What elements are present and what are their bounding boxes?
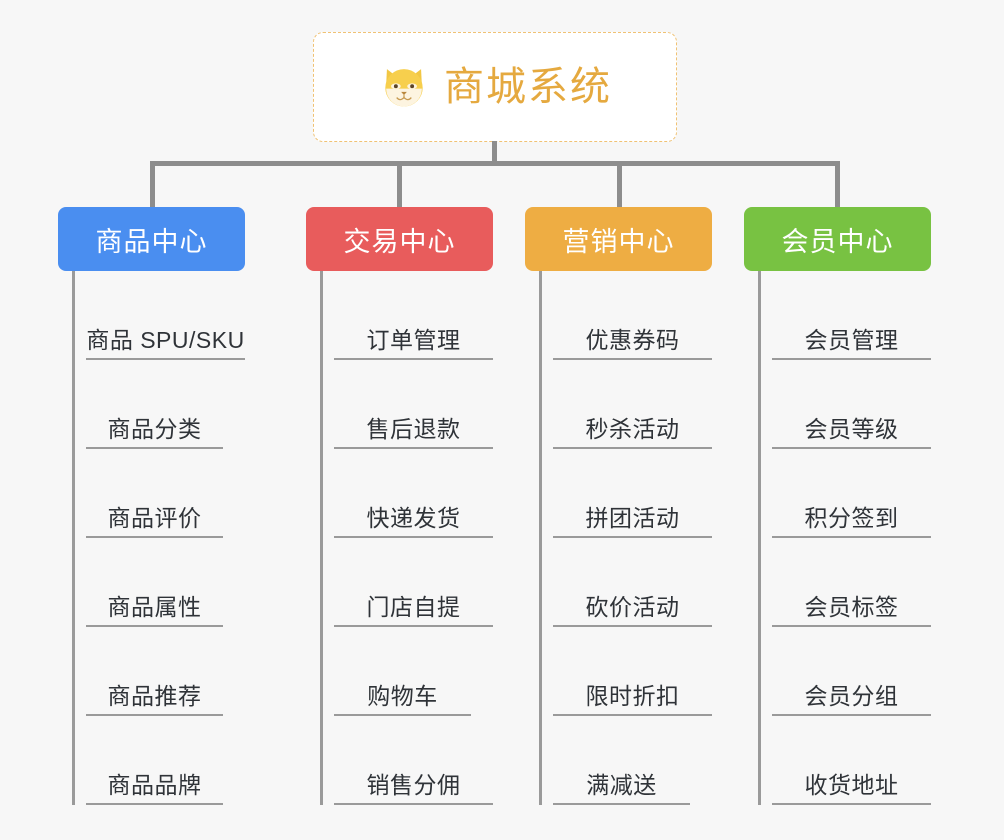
leaf-item[interactable]: 会员管理 xyxy=(772,271,931,360)
leaf-label: 商品分类 xyxy=(107,415,202,442)
branch-header-4-label: 会员中心 xyxy=(781,226,894,257)
leaf-item[interactable]: 秒杀活动 xyxy=(553,360,712,449)
branch-column-2: 交易中心 订单管理 售后退款 快递发货 门店自提 购物车 销售分佣 xyxy=(306,207,493,805)
leaf-item[interactable]: 会员标签 xyxy=(772,538,931,627)
leaf-item[interactable]: 限时折扣 xyxy=(553,627,712,716)
connector-drop-1 xyxy=(150,161,155,207)
leaf-label: 会员等级 xyxy=(804,415,899,442)
leaf-label: 满减送 xyxy=(586,771,657,798)
leaf-item[interactable]: 积分签到 xyxy=(772,449,931,538)
leaf-item[interactable]: 订单管理 xyxy=(334,271,493,360)
branch-1-trunk xyxy=(72,271,75,805)
branch-3-leaf-list: 优惠券码 秒杀活动 拼团活动 砍价活动 限时折扣 满减送 xyxy=(525,271,712,805)
leaf-label: 会员标签 xyxy=(804,593,899,620)
root-node-shop-system[interactable]: 商城系统 xyxy=(313,32,677,142)
leaf-item[interactable]: 商品品牌 xyxy=(86,716,223,805)
leaf-label: 会员分组 xyxy=(804,682,899,709)
leaf-item[interactable]: 收货地址 xyxy=(772,716,931,805)
leaf-item[interactable]: 商品推荐 xyxy=(86,627,223,716)
branch-header-3-label: 营销中心 xyxy=(562,226,675,257)
leaf-item[interactable]: 快递发货 xyxy=(334,449,493,538)
leaf-item[interactable]: 满减送 xyxy=(553,716,690,805)
branch-header-1-label: 商品中心 xyxy=(95,226,208,257)
leaf-label: 商品品牌 xyxy=(107,771,202,798)
leaf-item[interactable]: 商品分类 xyxy=(86,360,223,449)
branch-column-4: 会员中心 会员管理 会员等级 积分签到 会员标签 会员分组 收货地址 xyxy=(744,207,931,805)
leaf-item[interactable]: 拼团活动 xyxy=(553,449,712,538)
leaf-label: 限时折扣 xyxy=(585,682,680,709)
dog-face-icon xyxy=(378,61,430,113)
leaf-item[interactable]: 会员分组 xyxy=(772,627,931,716)
connector-drop-2 xyxy=(397,161,402,207)
branch-2-leaf-list: 订单管理 售后退款 快递发货 门店自提 购物车 销售分佣 xyxy=(306,271,493,805)
leaf-item[interactable]: 砍价活动 xyxy=(553,538,712,627)
leaf-item[interactable]: 商品 SPU/SKU xyxy=(86,271,245,360)
leaf-item[interactable]: 门店自提 xyxy=(334,538,493,627)
leaf-item[interactable]: 售后退款 xyxy=(334,360,493,449)
leaf-label: 优惠券码 xyxy=(585,326,680,353)
leaf-label: 拼团活动 xyxy=(585,504,680,531)
root-title: 商城系统 xyxy=(444,65,612,109)
leaf-label: 商品 SPU/SKU xyxy=(86,326,245,353)
leaf-label: 商品评价 xyxy=(107,504,202,531)
leaf-item[interactable]: 会员等级 xyxy=(772,360,931,449)
leaf-label: 快递发货 xyxy=(366,504,461,531)
leaf-label: 订单管理 xyxy=(366,326,461,353)
leaf-label: 秒杀活动 xyxy=(585,415,680,442)
leaf-item[interactable]: 商品属性 xyxy=(86,538,223,627)
leaf-item[interactable]: 销售分佣 xyxy=(334,716,493,805)
leaf-item[interactable]: 购物车 xyxy=(334,627,471,716)
branch-4-leaf-list: 会员管理 会员等级 积分签到 会员标签 会员分组 收货地址 xyxy=(744,271,931,805)
branch-header-2-label: 交易中心 xyxy=(343,226,456,257)
connector-root-stem xyxy=(492,141,497,165)
leaf-label: 收货地址 xyxy=(804,771,899,798)
leaf-label: 会员管理 xyxy=(804,326,899,353)
leaf-item[interactable]: 优惠券码 xyxy=(553,271,712,360)
leaf-label: 商品推荐 xyxy=(107,682,202,709)
branch-3-trunk xyxy=(539,271,542,805)
leaf-label: 购物车 xyxy=(367,682,438,709)
connector-horizontal-bus xyxy=(150,161,840,166)
leaf-label: 售后退款 xyxy=(366,415,461,442)
leaf-label: 砍价活动 xyxy=(585,593,680,620)
branch-header-2[interactable]: 交易中心 xyxy=(306,207,493,271)
leaf-label: 门店自提 xyxy=(366,593,461,620)
branch-header-3[interactable]: 营销中心 xyxy=(525,207,712,271)
leaf-item[interactable]: 商品评价 xyxy=(86,449,223,538)
leaf-label: 积分签到 xyxy=(804,504,899,531)
branch-column-3: 营销中心 优惠券码 秒杀活动 拼团活动 砍价活动 限时折扣 满减送 xyxy=(525,207,712,805)
branch-column-1: 商品中心 商品 SPU/SKU 商品分类 商品评价 商品属性 商品推荐 商品品牌 xyxy=(58,207,245,805)
branch-2-trunk xyxy=(320,271,323,805)
branch-1-leaf-list: 商品 SPU/SKU 商品分类 商品评价 商品属性 商品推荐 商品品牌 xyxy=(58,271,245,805)
connector-drop-4 xyxy=(835,161,840,207)
branch-4-trunk xyxy=(758,271,761,805)
connector-drop-3 xyxy=(617,161,622,207)
leaf-label: 销售分佣 xyxy=(366,771,461,798)
branch-header-1[interactable]: 商品中心 xyxy=(58,207,245,271)
leaf-label: 商品属性 xyxy=(107,593,202,620)
branch-header-4[interactable]: 会员中心 xyxy=(744,207,931,271)
